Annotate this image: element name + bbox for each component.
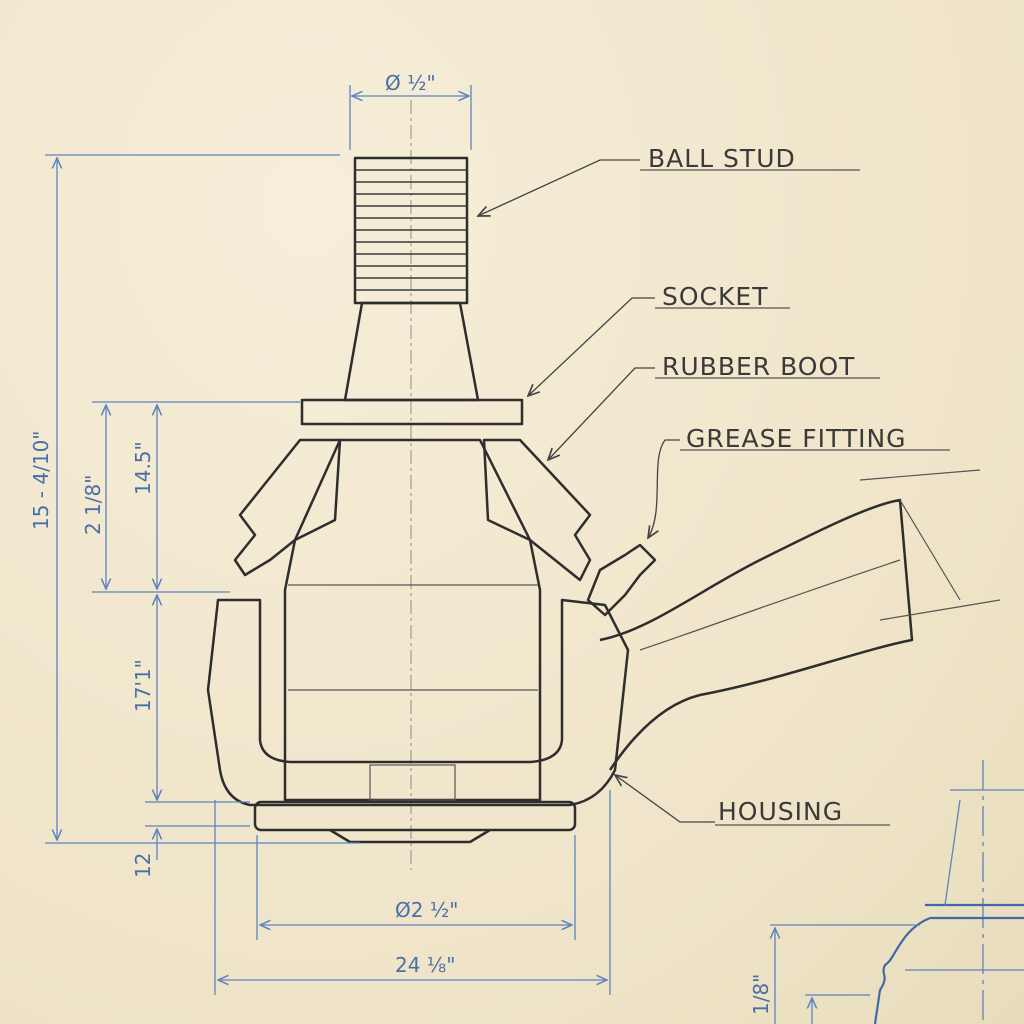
dim-overall-width: 24 ⅛" — [395, 953, 455, 977]
dim-base-diameter: Ø2 ½" — [395, 898, 458, 922]
tie-rod-arm — [599, 469, 1001, 771]
label-rubber-boot: RUBBER BOOT — [662, 352, 855, 381]
label-grease-fitting: GREASE FITTING — [686, 424, 907, 453]
dim-housing-height: 17'1" — [131, 659, 155, 712]
dim-stud-diameter: Ø ½" — [385, 71, 436, 95]
dim-boot-height: 2 1/8" — [81, 475, 105, 535]
dim-detail-height: 1/8" — [749, 974, 773, 1015]
ball-stud — [283, 156, 542, 802]
label-socket: SOCKET — [662, 282, 768, 311]
dimension-lines — [45, 85, 611, 995]
rubber-boot — [233, 438, 592, 582]
dim-upper-height: 14.5" — [131, 441, 155, 495]
detail-view — [770, 760, 1024, 1024]
dim-overall-height: 15 - 4/10" — [29, 431, 53, 531]
label-ball-stud: BALL STUD — [648, 144, 796, 173]
leaders — [478, 159, 950, 826]
dim-base-thickness: 12 — [131, 853, 155, 878]
grease-fitting — [586, 543, 657, 617]
housing — [206, 598, 630, 844]
label-housing: HOUSING — [718, 797, 843, 826]
